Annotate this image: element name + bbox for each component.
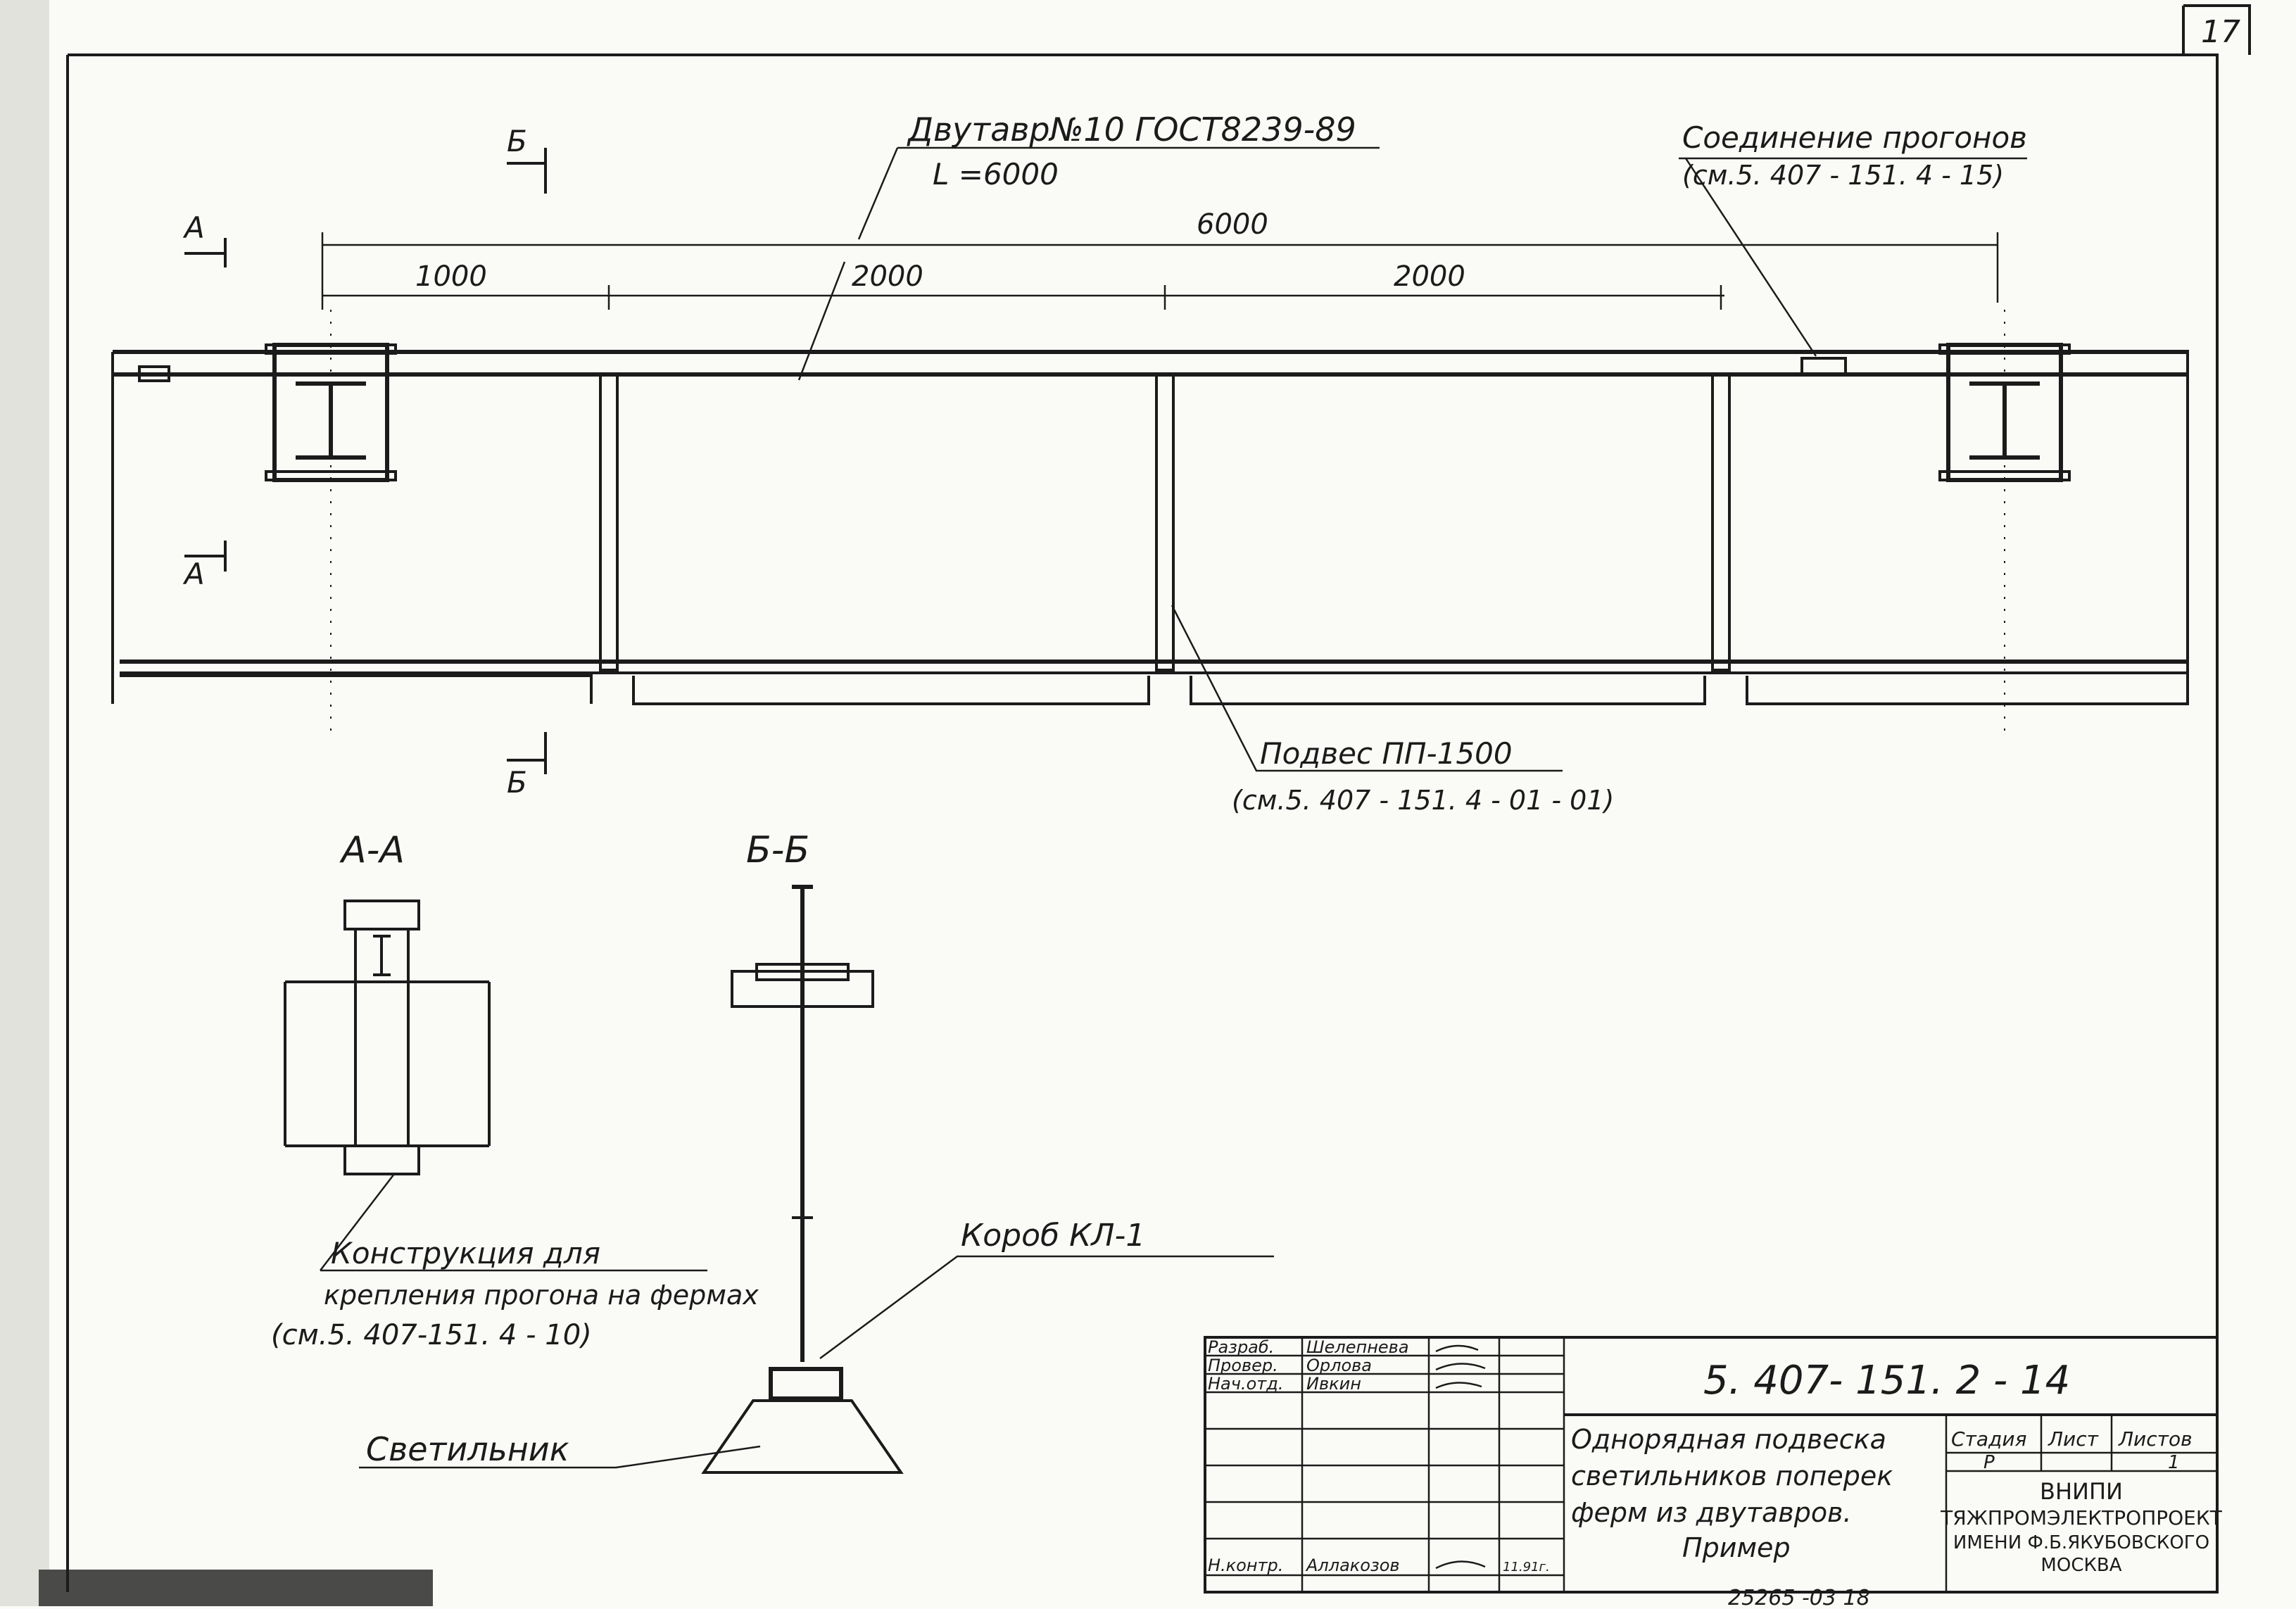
beam-length: L =6000 [933,157,1059,191]
title-line-2: ферм из двутавров. [1571,1497,1852,1528]
hanger-3 [1711,373,1731,671]
splice-plate-right [1800,357,1847,377]
construction-label-1: Конструкция для [331,1236,600,1270]
construction-label-2: крепления прогона на фермах [324,1280,759,1311]
connection-leader [1679,157,2027,357]
section-mark-a-bottom: А [182,557,205,591]
name-2: Ивкин [1306,1374,1361,1394]
luminaire-label: Светильник [366,1430,569,1468]
luminaire-leader [359,1445,761,1469]
connection-label: Соединение прогонов [1682,120,2027,155]
org-line-1: ТЯЖПРОМЭЛЕКТРОПРОЕКТ [1940,1506,2223,1529]
hanger-leader [1171,605,1563,772]
stage-value: Р [1983,1452,1995,1473]
copy-number: 25265 -03 18 [1728,1586,1870,1606]
role-0: Разраб. [1208,1337,1274,1357]
title-block: Разраб. Провер. Нач.отд. Н.контр. Шелепн… [1204,1336,2223,1594]
bb-clamp [755,963,850,981]
org-line-3: МОСКВА [2040,1555,2121,1576]
beam-leader [797,146,1380,381]
title-block-rows [1205,1354,1564,1577]
org-line-0: ВНИПИ [2040,1478,2123,1505]
aa-break-lines [284,982,491,1146]
aa-purlin-web [354,929,410,1146]
hanger-2 [1155,373,1175,671]
dim-total: 6000 [1197,208,1268,241]
role-6: Н.контр. [1208,1556,1283,1575]
truss-section-right [1938,343,2071,482]
stage-header: Стадия [1951,1427,2026,1451]
section-mark-b-bottom: Б [507,765,527,800]
bb-box [769,1367,843,1401]
name-1: Орлова [1306,1356,1372,1375]
org-line-2: ИМЕНИ Ф.Б.ЯКУБОВСКОГО [1953,1532,2209,1553]
beam-label: Двутавр№10 ГОСТ8239-89 [907,111,1356,149]
section-arrow-b-top [507,148,547,194]
luminaire-boxes [120,674,2189,705]
construction-leader [320,1173,395,1271]
aa-top-plate [343,900,420,930]
section-aa-title: А-А [339,829,405,871]
hanger-label: Подвес ПП-1500 [1260,736,1513,771]
connection-ref: (см.5. 407 - 151. 4 - 15) [1682,160,2004,191]
page-number: 17 [2201,14,2240,50]
dim-extension-lines [321,232,1999,310]
sheet-frame [66,53,2219,1592]
role-1: Провер. [1208,1356,1278,1375]
scan-shadow [39,1570,433,1606]
hanger-ref: (см.5. 407 - 151. 4 - 01 - 01) [1232,785,1614,816]
section-bb: Б-Б Короб КЛ-1 Светильник [359,829,1274,1474]
date-6: 11.91г. [1503,1560,1550,1575]
main-plan-view: 6000 1000 2000 2000 А А Б Б Двутавр№10 Г… [111,111,2189,816]
section-arrow-b-bottom [507,732,547,774]
stage-grid [1945,1415,2217,1592]
name-0: Шелепнева [1306,1337,1409,1357]
bb-hanger-rod [792,885,813,1362]
box-leader [819,1255,1274,1360]
aa-truss-chord [285,980,489,1147]
signatures [1435,1344,1486,1570]
sheets-value: 1 [2168,1452,2180,1473]
page-number-box [2182,4,2251,55]
title-line-1: светильников поперек [1571,1460,1893,1491]
role-2: Нач.отд. [1208,1374,1283,1394]
section-aa: А-А Конструкция для крепления прогона на… [271,829,759,1351]
section-arrow-a-top [184,238,227,267]
sheets-header: Листов [2118,1427,2193,1451]
section-arrow-a-bottom [184,541,227,572]
name-6: Аллакозов [1305,1556,1400,1575]
bb-purlin [731,970,874,1008]
dim-left: 1000 [415,260,487,293]
box-label: Короб КЛ-1 [961,1218,1145,1254]
title-line-0: Однорядная подвеска [1571,1424,1886,1455]
splice-plate-left [138,365,170,382]
title-line-3: Пример [1682,1532,1791,1563]
dim-span-2: 2000 [1394,260,1465,293]
hanger-1 [599,373,619,671]
construction-ref: (см.5. 407-151. 4 - 10) [271,1319,592,1351]
section-mark-b-top: Б [507,124,527,158]
section-bb-title: Б-Б [746,829,809,871]
sheet-header: Лист [2048,1427,2099,1451]
section-mark-a-top: А [182,210,205,245]
bb-luminaire [701,1399,904,1474]
drawing-code: 5. 407- 151. 2 - 14 [1703,1358,2070,1403]
binding-shadow [0,0,49,1606]
dim-span-1: 2000 [852,260,923,293]
